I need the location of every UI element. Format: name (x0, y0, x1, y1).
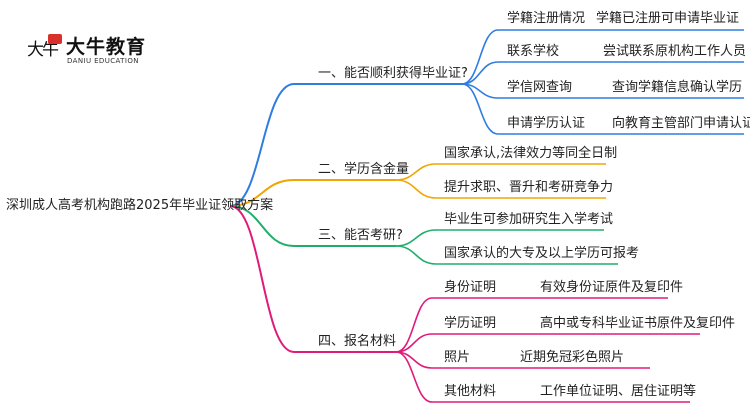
b4-item-label: 身份证明 (444, 280, 497, 295)
b3-item-label: 毕业生可参加研究生入学考试 (444, 212, 614, 227)
connector-b4-c4 (395, 351, 433, 403)
daniu-logo: 大牛 大牛教育 DANIU EDUCATION (22, 30, 172, 70)
b1-item-detail: 学籍已注册可申请毕业证 (596, 11, 740, 26)
branch-3-label: 三、能否考研? (318, 228, 403, 243)
b4-item-detail: 有效身份证原件及复印件 (540, 280, 684, 295)
b2-item-label: 提升求职、晋升和考研竞争力 (444, 180, 614, 195)
connector-root-branch2 (229, 179, 295, 207)
logo-name: 大牛教育 (66, 36, 147, 58)
branch-4-label: 四、报名材料 (318, 334, 397, 349)
b4-item-detail: 工作单位证明、居住证明等 (540, 384, 697, 399)
connector-b1-c4 (461, 83, 499, 135)
connector-b4-c1 (395, 297, 433, 353)
logo-mark-icon: 大牛 (27, 40, 59, 60)
b1-item-label: 学信网查询 (507, 80, 573, 95)
b1-item-label: 申请学历认证 (507, 116, 586, 131)
connector-b2-c2 (395, 179, 437, 199)
connector-root-branch4 (229, 205, 295, 353)
connector-b1-c1 (461, 29, 499, 85)
connector-b3-c2 (395, 245, 437, 265)
b4-item-label: 学历证明 (444, 316, 497, 331)
b1-item-detail: 向教育主管部门申请认证 (612, 116, 750, 131)
connector-root-branch1 (229, 83, 295, 207)
logo-red-seal-icon (48, 34, 62, 44)
branch-2-label: 二、学历含金量 (318, 162, 410, 177)
b1-item-label: 学籍注册情况 (507, 11, 586, 26)
b3-item-label: 国家承认的大专及以上学历可报考 (444, 246, 640, 261)
branch-1-label: 一、能否顺利获得毕业证? (318, 66, 468, 81)
b4-item-detail: 近期免冠彩色照片 (520, 350, 625, 365)
b4-item-label: 照片 (444, 350, 471, 365)
b2-item-label: 国家承认,法律效力等同全日制 (444, 146, 618, 161)
connector-root-branch3 (229, 205, 295, 247)
b1-item-label: 联系学校 (507, 44, 560, 59)
b1-item-detail: 查询学籍信息确认学历 (612, 80, 743, 95)
logo-subtitle: DANIU EDUCATION (67, 57, 139, 65)
b4-item-label: 其他材料 (444, 384, 497, 399)
connector-b4-c2 (395, 333, 433, 353)
connector-b1-c2 (461, 61, 499, 85)
b1-item-detail: 尝试联系原机构工作人员 (603, 44, 747, 59)
b4-item-detail: 高中或专科毕业证书原件及复印件 (540, 316, 736, 331)
root-topic: 深圳成人高考机构跑路2025年毕业证领取方案 (6, 198, 274, 213)
